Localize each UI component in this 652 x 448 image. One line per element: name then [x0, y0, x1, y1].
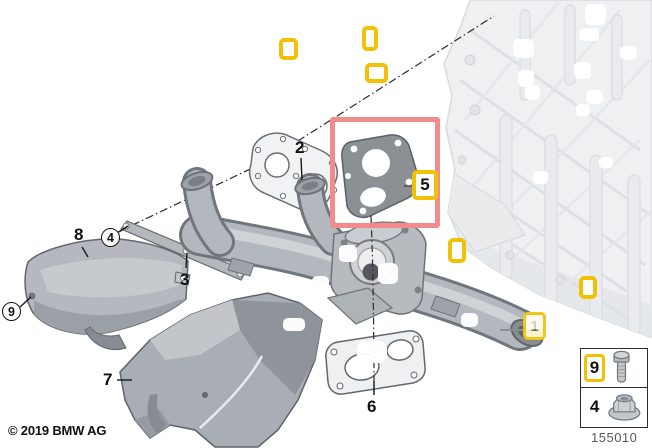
port-axis-line	[370, 215, 375, 393]
callout-5-hotspot[interactable]: 5	[412, 170, 438, 200]
callout-2[interactable]: 2	[295, 138, 305, 157]
heat-shield-upper-art	[24, 238, 191, 351]
faded-wash	[526, 315, 543, 329]
callout-3[interactable]: 3	[180, 270, 190, 289]
callout-9-circled[interactable]: 9	[2, 302, 21, 321]
hotspot-box-2[interactable]	[362, 26, 378, 51]
engine-block-art	[443, 0, 652, 339]
hotspot-box-1[interactable]	[279, 38, 298, 60]
copyright-text: © 2019 BMW AG	[8, 423, 107, 438]
fastener-legend: 9 4	[580, 348, 648, 428]
selected-gasket-art	[341, 134, 420, 219]
legend-row-nut[interactable]: 4	[581, 388, 647, 427]
hotspot-box-3[interactable]	[365, 63, 388, 83]
diagram-number: 155010	[591, 430, 638, 445]
flange-nut-icon	[608, 393, 641, 421]
bolt-icon	[613, 350, 630, 383]
legend-nut-number[interactable]: 4	[589, 397, 600, 417]
callout-8[interactable]: 8	[74, 225, 84, 244]
hotspot-box-4[interactable]	[448, 238, 466, 263]
hotspot-box-5[interactable]	[579, 276, 597, 299]
callout-7[interactable]: 7	[103, 370, 113, 389]
faded-hotspot-squares	[283, 4, 637, 363]
callout-5-label: 5	[420, 175, 430, 194]
callout-6[interactable]: 6	[367, 397, 377, 416]
callout-leader-lines	[19, 157, 523, 395]
legend-bolt-number[interactable]: 9	[584, 353, 605, 382]
callout-4-circled[interactable]: 4	[101, 228, 120, 247]
callout-1-hotspot[interactable]: 1	[523, 312, 546, 340]
legend-row-bolt[interactable]: 9	[581, 349, 647, 388]
